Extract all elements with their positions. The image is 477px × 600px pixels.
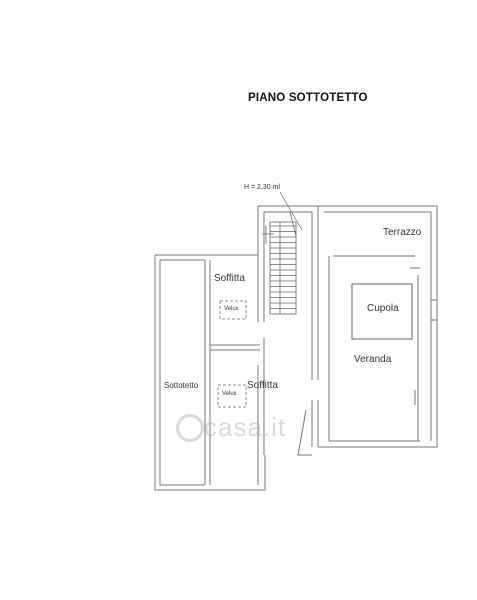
room-label-veranda: Veranda — [354, 354, 392, 365]
cupola-box — [351, 283, 413, 340]
room-label-soffitta-top: Soffitta — [214, 273, 245, 284]
plan-title: PIANO SOTTOTETTO — [248, 92, 368, 104]
stair-tower-wall — [257, 205, 319, 260]
stair-tower-inner — [263, 211, 313, 260]
velux-label-bottom: Velux — [222, 391, 237, 397]
inner-wall-right — [324, 211, 432, 441]
outer-wall-right — [318, 205, 438, 448]
staircase — [262, 211, 297, 315]
velux-box-top — [219, 300, 247, 320]
inner-wall-left — [159, 259, 205, 486]
room-label-cupola: Cupola — [367, 303, 399, 314]
velux-label-top: Velux — [224, 306, 239, 312]
watermark-logo-icon — [176, 414, 204, 442]
height-note: H = 2,30 ml — [244, 184, 280, 191]
room-label-terrazzo: Terrazzo — [383, 227, 422, 238]
door-leaf — [297, 409, 307, 456]
room-label-soffitta-bottom: Soffitta — [247, 380, 278, 391]
height-note-leader — [279, 191, 303, 231]
room-label-sottotetto: Sottotetto — [164, 381, 199, 390]
watermark: casa.it — [204, 412, 287, 442]
outer-wall-left — [154, 254, 266, 491]
